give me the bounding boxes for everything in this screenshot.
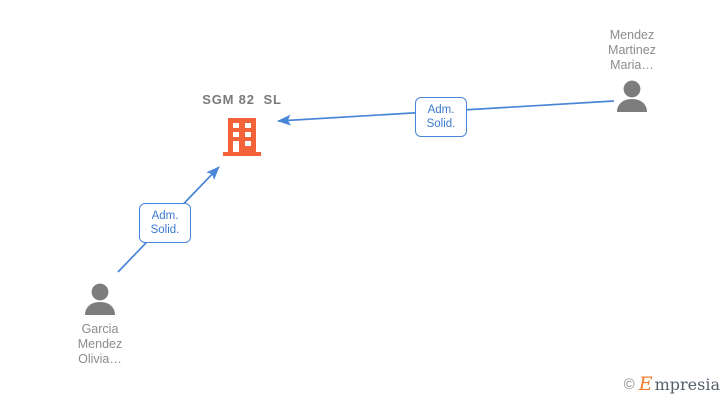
person-node-left[interactable]: Garcia Mendez Olivia… <box>40 282 160 367</box>
person-icon[interactable] <box>613 79 651 113</box>
brand-initial: E <box>638 373 653 395</box>
person-icon[interactable] <box>81 282 119 316</box>
building-icon[interactable] <box>220 116 264 160</box>
edge-label-adm-solid-right[interactable]: Adm. Solid. <box>415 97 467 137</box>
company-node[interactable]: SGM 82 SL <box>162 92 322 165</box>
edge-label-adm-solid-left[interactable]: Adm. Solid. <box>139 203 191 243</box>
person-node-right[interactable]: Mendez Martinez Maria… <box>572 28 692 113</box>
watermark-empresia: © E mpresia <box>624 375 720 394</box>
brand-name: mpresia <box>654 374 720 394</box>
copyright-icon: © <box>623 376 635 393</box>
person-name-label-right: Mendez Martinez Maria… <box>608 28 656 72</box>
person-name-label-left: Garcia Mendez Olivia… <box>77 322 123 366</box>
company-name-label: SGM 82 SL <box>202 92 282 107</box>
